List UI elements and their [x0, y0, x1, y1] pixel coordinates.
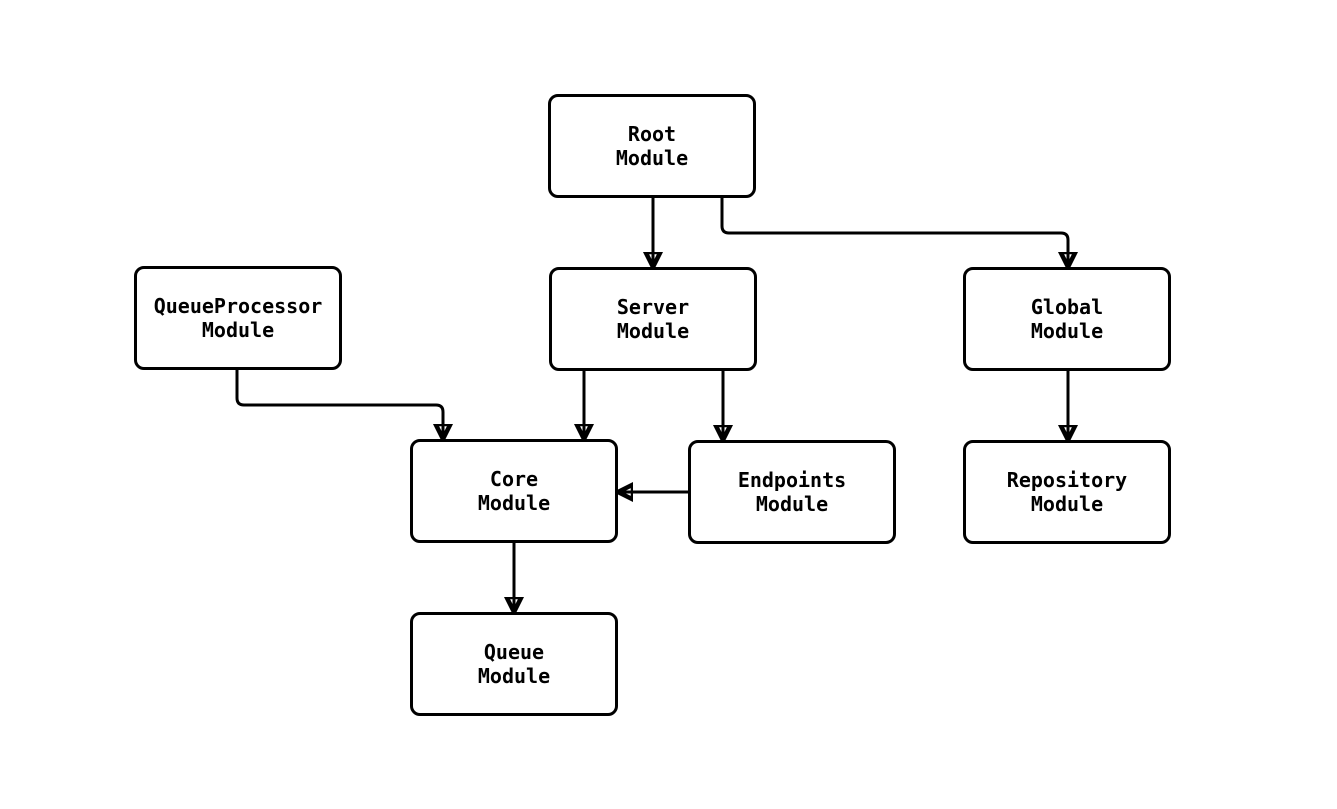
node-label: Global Module: [1030, 295, 1104, 343]
node-queueprocessor-module: QueueProcessor Module: [134, 266, 342, 370]
edge-root-to-global: [720, 198, 1068, 267]
node-label: Repository Module: [1006, 468, 1128, 516]
node-repository-module: Repository Module: [963, 440, 1171, 544]
node-label: Queue Module: [477, 640, 551, 688]
node-label: QueueProcessor Module: [153, 294, 323, 342]
node-label: Core Module: [477, 467, 551, 515]
node-root-module: Root Module: [548, 94, 756, 198]
node-server-module: Server Module: [549, 267, 757, 371]
node-label: Server Module: [616, 295, 690, 343]
node-label: Endpoints Module: [737, 468, 847, 516]
node-endpoints-module: Endpoints Module: [688, 440, 896, 544]
edge-queueprocessor-to-core: [235, 370, 443, 439]
node-queue-module: Queue Module: [410, 612, 618, 716]
node-label: Root Module: [615, 122, 689, 170]
node-global-module: Global Module: [963, 267, 1171, 371]
node-core-module: Core Module: [410, 439, 618, 543]
